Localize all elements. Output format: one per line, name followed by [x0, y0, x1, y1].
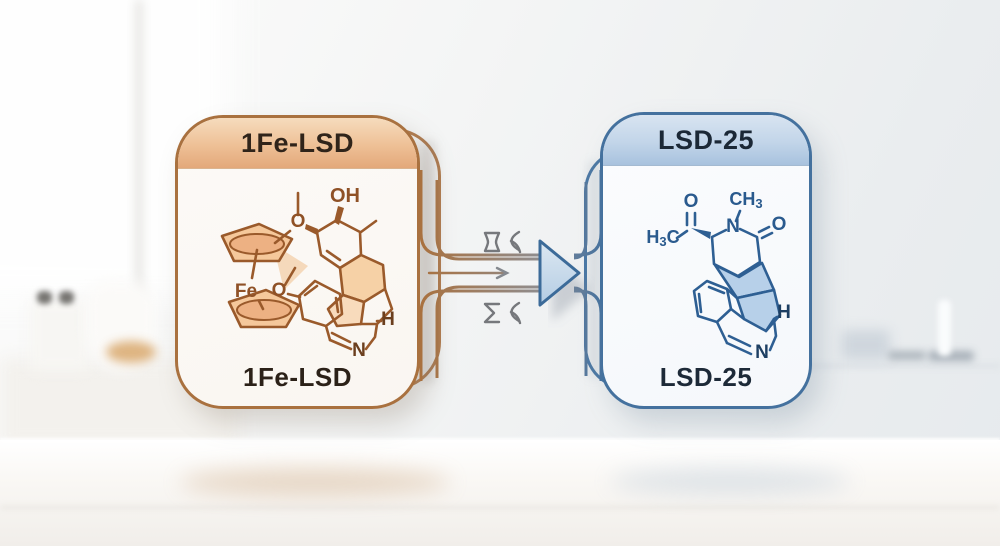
atom-label-o-bridge: O	[272, 280, 287, 301]
atom-label-n-methyl: CH3	[729, 189, 762, 211]
card-1fe-lsd-caption: 1Fe-LSD	[243, 362, 352, 392]
molecule-lsd-25: O CH3 N O H3C H N	[646, 189, 791, 363]
atom-label-o-methoxy: O	[291, 211, 306, 232]
background-bottle	[30, 300, 90, 370]
ring-fused-filled-2	[735, 288, 782, 333]
ring-benzene	[297, 279, 344, 328]
atom-label-h: H	[777, 302, 791, 323]
atom-label-n-bottom: N	[755, 342, 769, 363]
condition-label-bottom	[483, 301, 522, 325]
molecule-1fe-lsd: OH O Fe O H N	[220, 185, 395, 361]
atom-label-o-amide: O	[772, 214, 787, 235]
card-1fe-lsd: 1Fe-LSD	[175, 115, 420, 409]
foreground-counter-edge	[0, 438, 1000, 441]
atom-label-fe: Fe	[235, 281, 257, 302]
background-glassware-base	[928, 351, 974, 361]
card-lsd-25: LSD-25	[600, 112, 812, 409]
ferrocene-group	[220, 222, 308, 329]
right-card-echo-shadow	[588, 162, 600, 377]
wedge-bond-acetyl	[691, 228, 711, 239]
background-glassware-base	[888, 351, 926, 360]
background-test-tube	[938, 300, 951, 356]
card-lsd-25-title: LSD-25	[603, 115, 809, 166]
card-1fe-lsd-title: 1Fe-LSD	[178, 118, 417, 169]
foreground-counter-line	[0, 506, 1000, 509]
condition-label-top	[483, 230, 522, 254]
background-flask	[86, 282, 156, 370]
atom-label-n-ring: N	[726, 216, 740, 237]
background-flask-liquid	[106, 341, 156, 363]
atom-label-n: N	[352, 340, 366, 361]
reaction-arrow-icon	[538, 239, 581, 307]
atom-label-o-acetyl: O	[684, 191, 699, 212]
atom-label-h: H	[381, 309, 395, 330]
atom-label-h3c: H3C	[646, 227, 679, 249]
atom-label-oh: OH	[330, 185, 360, 207]
left-card-reflection	[180, 468, 450, 496]
wedge-bond-methoxy	[305, 224, 318, 235]
ring-ellipse-bottom	[236, 299, 292, 321]
background-bottle-cap-icon	[59, 291, 74, 304]
ring-fused-filled	[713, 261, 776, 300]
background-glassware	[842, 330, 890, 360]
background-window-frame	[136, 0, 142, 300]
right-card-reflection	[610, 468, 850, 494]
background-bottle-cap-icon	[37, 291, 52, 304]
card-lsd-25-caption: LSD-25	[659, 362, 753, 392]
foreground-counter	[0, 440, 1000, 546]
wedge-bond-oh	[334, 206, 344, 225]
